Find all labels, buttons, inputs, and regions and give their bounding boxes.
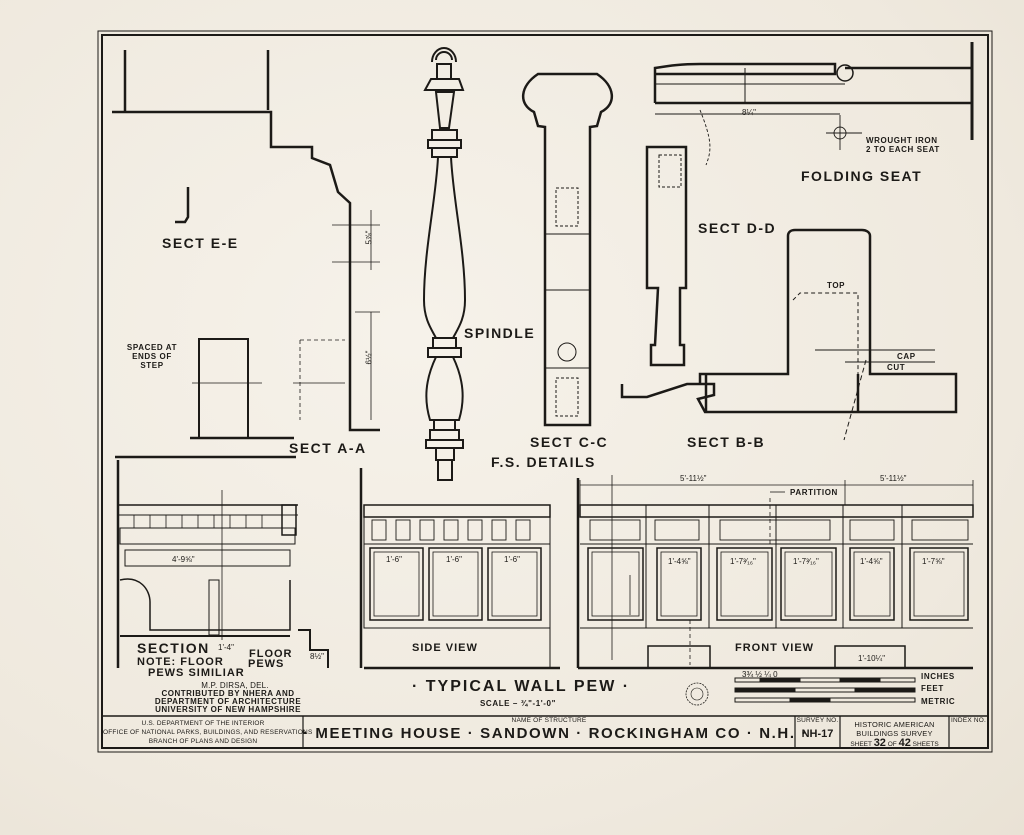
label-sect-aa: SECT A-A bbox=[289, 440, 367, 456]
credit-line-2: DEPARTMENT OF ARCHITECTURE bbox=[154, 697, 302, 706]
dim-1-10-1-4: 1'-10¼" bbox=[858, 654, 886, 663]
section-bb-details bbox=[792, 292, 935, 441]
dim-6-1-2: 6½" bbox=[364, 350, 374, 365]
label-section: SECTION bbox=[137, 640, 210, 656]
tb-sheet-total: 42 bbox=[898, 737, 911, 749]
tb-index-caption: INDEX NO. bbox=[950, 717, 987, 724]
label-note-floor: NOTE: FLOOR bbox=[137, 656, 224, 668]
scale-inches: INCHES bbox=[921, 672, 955, 681]
spindle-drawing bbox=[422, 47, 467, 481]
credit-line-3: UNIVERSITY OF NEW HAMPSHIRE bbox=[155, 705, 301, 714]
label-sect-cc: SECT C-C bbox=[530, 434, 609, 450]
front-view-dims bbox=[579, 475, 974, 665]
scale-numbers: 3¾ ½ ¼ 0 bbox=[742, 670, 778, 679]
dim-front-5: 1'-7⅝" bbox=[922, 557, 945, 566]
folding-seat bbox=[653, 42, 974, 140]
label-sect-bb: SECT B-B bbox=[687, 434, 766, 450]
label-partition: PARTITION bbox=[790, 488, 838, 497]
label-cut: CUT bbox=[887, 363, 906, 372]
tb-sheet-prefix: SHEET bbox=[850, 741, 872, 748]
label-cap: CAP bbox=[897, 352, 916, 361]
label-wrought-iron: WROUGHT IRON bbox=[866, 136, 938, 145]
drawing-scale: SCALE – ¾"-1'-0" bbox=[480, 699, 556, 708]
tb-sheet-suffix: SHEETS bbox=[912, 741, 939, 748]
graphic-scale bbox=[734, 677, 916, 703]
tb-sheet-of: OF bbox=[887, 741, 897, 748]
tb-survey-no: NH-17 bbox=[801, 728, 834, 740]
scale-metric: METRIC bbox=[921, 697, 956, 706]
credit-line-1: CONTRIBUTED BY NHERA AND bbox=[161, 689, 295, 698]
tb-agency-3: BRANCH OF PLANS AND DESIGN bbox=[148, 738, 258, 745]
label-spindle: SPINDLE bbox=[464, 325, 536, 341]
label-fs-details: F.S. DETAILS bbox=[491, 454, 596, 470]
dim-side-1: 1'-6" bbox=[386, 555, 402, 564]
dim-side-2: 1'-6" bbox=[446, 555, 462, 564]
dim-5-11-b: 5'-11½" bbox=[880, 474, 907, 483]
pew-section-slats bbox=[133, 490, 263, 640]
dim-1-4: 1'-4" bbox=[218, 643, 234, 652]
drawing-title: · TYPICAL WALL PEW · bbox=[412, 678, 631, 695]
dim-8-1-4: 8¼" bbox=[742, 108, 756, 117]
tb-sheet-count: SHEET 32 OF 42 SHEETS bbox=[840, 737, 949, 749]
side-view-slats bbox=[371, 519, 531, 541]
dim-side-3: 1'-6" bbox=[504, 555, 520, 564]
label-spaced-at: SPACED AT bbox=[126, 343, 178, 352]
label-pews-similar: PEWS SIMILIAR bbox=[148, 667, 245, 679]
scale-feet: FEET bbox=[921, 684, 944, 693]
section-cc bbox=[522, 72, 613, 427]
dim-5-7-8: 5⅞" bbox=[364, 230, 374, 245]
side-view bbox=[359, 468, 560, 670]
front-view-top-panels bbox=[589, 519, 969, 541]
label-two-each-seat: 2 TO EACH SEAT bbox=[866, 145, 940, 154]
label-folding-seat: FOLDING SEAT bbox=[801, 168, 923, 184]
label-sect-ee: SECT E-E bbox=[162, 235, 239, 251]
label-pews: PEWS bbox=[248, 658, 285, 670]
label-ends-of: ENDS OF bbox=[132, 352, 172, 361]
tb-name-caption: NAME OF STRUCTURE bbox=[511, 717, 587, 724]
dim-8-1-2: 8½" bbox=[310, 652, 324, 661]
folding-seat-dims bbox=[655, 109, 862, 166]
label-step: STEP bbox=[140, 361, 164, 370]
label-front-view: FRONT VIEW bbox=[735, 642, 815, 654]
front-view bbox=[576, 478, 974, 670]
section-bb bbox=[620, 228, 958, 414]
dim-front-1: 1'-4⅝" bbox=[668, 557, 691, 566]
section-dd bbox=[645, 145, 688, 367]
sheet-border-inner bbox=[101, 34, 989, 749]
section-aa-dims bbox=[192, 210, 380, 420]
pew-section bbox=[116, 460, 329, 668]
dim-front-2: 1'-7³⁄₁₆" bbox=[730, 557, 756, 566]
tb-agency-2: OFFICE OF NATIONAL PARKS, BUILDINGS, AND… bbox=[103, 729, 313, 736]
dim-front-3: 1'-7³⁄₁₆" bbox=[793, 557, 819, 566]
label-sect-dd: SECT D-D bbox=[698, 220, 777, 236]
sheet-border-outer bbox=[97, 30, 993, 753]
label-floor: FLOOR bbox=[249, 648, 293, 660]
habs-seal bbox=[685, 682, 709, 706]
label-side-view: SIDE VIEW bbox=[412, 642, 478, 654]
tb-habs-1: HISTORIC AMERICAN bbox=[854, 720, 935, 729]
dim-5-11-a: 5'-11½" bbox=[680, 474, 707, 483]
tb-habs-2: BUILDINGS SURVEY bbox=[856, 729, 933, 738]
tb-agency-1: U.S. DEPARTMENT OF THE INTERIOR bbox=[141, 720, 265, 727]
credit-delineator: M.P. DIRSA, DEL. bbox=[201, 681, 269, 690]
dim-4-9-5-8: 4'-9⅝" bbox=[172, 555, 195, 564]
dim-front-4: 1'-4⅝" bbox=[860, 557, 883, 566]
tb-structure-name: · MEETING HOUSE · SANDOWN · ROCKINGHAM C… bbox=[303, 725, 808, 742]
tb-sheet-no: 32 bbox=[873, 737, 886, 749]
tb-survey-caption: SURVEY NO. bbox=[796, 717, 839, 724]
label-top: TOP bbox=[827, 281, 846, 290]
section-ee-aa-profile bbox=[112, 50, 380, 440]
